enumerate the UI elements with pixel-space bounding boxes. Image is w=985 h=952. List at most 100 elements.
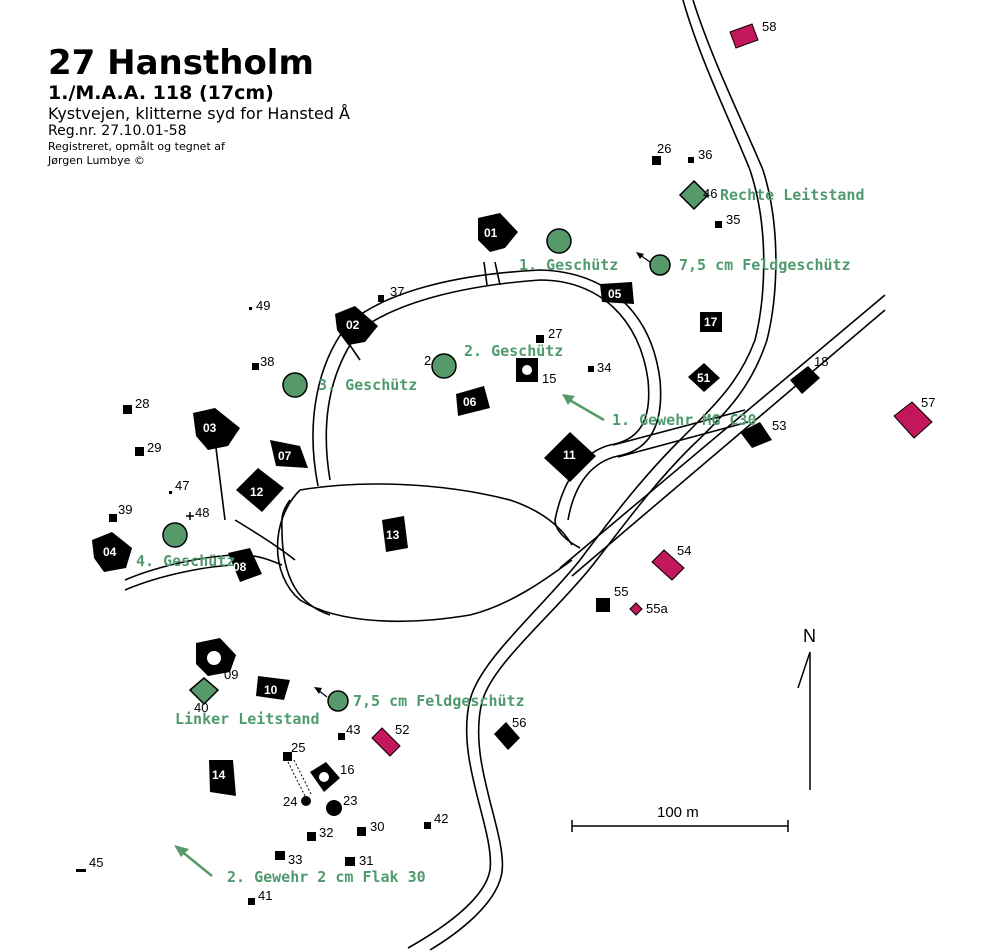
building-58 <box>729 23 759 49</box>
label-18: 18 <box>814 354 828 369</box>
bunker-06 <box>456 386 490 416</box>
bunker-41 <box>248 898 255 905</box>
annotation-arrows <box>174 252 651 877</box>
label-feldgeschuetz-bottom: 7,5 cm Feldgeschütz <box>353 692 525 710</box>
bunker-34 <box>588 366 594 372</box>
label-57: 57 <box>921 395 935 410</box>
bunker-26 <box>652 156 661 165</box>
bunker-25 <box>283 752 292 761</box>
bunker-29 <box>135 447 144 456</box>
label-23: 23 <box>343 793 357 808</box>
scale-bar <box>571 820 789 832</box>
label-11: 11 <box>563 448 576 462</box>
building-52 <box>371 727 401 757</box>
label-41: 41 <box>258 888 272 903</box>
map-header: 27 Hanstholm 1./M.A.A. 118 (17cm) Kystve… <box>48 44 350 168</box>
bunker-02 <box>335 306 378 345</box>
label-14: 14 <box>212 768 226 782</box>
bunker-39 <box>109 514 117 522</box>
label-gun-4: 4. Geschütz <box>136 552 235 570</box>
bunker-28 <box>123 405 132 414</box>
gun-positions <box>162 179 710 712</box>
label-51: 51 <box>697 371 711 385</box>
number-labels: 01 02 03 04 05 06 07 08 09 10 11 12 13 1… <box>89 19 935 903</box>
label-08: 08 <box>233 560 247 574</box>
bunker-37 <box>378 295 384 302</box>
label-mg: 1. Gewehr MG C30 <box>612 411 757 429</box>
label-55a: 55a <box>646 601 668 616</box>
bunker-42 <box>424 822 431 829</box>
building-57 <box>893 401 933 439</box>
bunker-36 <box>688 157 694 163</box>
label-gun-1: 1. Geschütz <box>519 256 618 274</box>
label-05: 05 <box>608 287 622 301</box>
building-54 <box>651 549 685 581</box>
bunker-04 <box>92 532 132 572</box>
label-48: 48 <box>195 505 209 520</box>
linker-leitstand-marker <box>188 677 220 706</box>
gun-1-marker <box>546 228 572 254</box>
label-17: 17 <box>704 315 718 329</box>
label-02: 02 <box>346 318 360 332</box>
bunker-13 <box>382 516 408 552</box>
label-2: 2 <box>424 353 431 368</box>
bunker-35 <box>715 221 722 228</box>
label-53: 53 <box>772 418 786 433</box>
marker-47 <box>169 491 172 494</box>
reg-number: Reg.nr. 27.10.01-58 <box>48 123 187 139</box>
bunker-17 <box>700 312 722 332</box>
label-46: 46 <box>703 186 717 201</box>
bunker-43 <box>338 733 345 740</box>
label-32: 32 <box>319 825 333 840</box>
label-feldgeschuetz-top: 7,5 cm Feldgeschütz <box>679 256 851 274</box>
bunker-56 <box>494 722 520 750</box>
label-39: 39 <box>118 502 132 517</box>
label-13: 13 <box>386 528 400 542</box>
label-35: 35 <box>726 212 740 227</box>
label-28: 28 <box>135 396 149 411</box>
magenta-buildings <box>371 23 933 757</box>
bunker-07 <box>270 440 308 468</box>
buildings <box>76 156 820 905</box>
label-27: 27 <box>548 326 562 341</box>
green-labels: Rechte Leitstand 1. Geschütz 7,5 cm Feld… <box>136 186 865 886</box>
feldgeschuetz-top-marker <box>649 254 671 276</box>
bunker-10 <box>256 676 290 700</box>
cross-marker-icon <box>186 512 194 520</box>
label-10: 10 <box>264 683 278 697</box>
label-58: 58 <box>762 19 776 34</box>
label-rechte-leitstand: Rechte Leitstand <box>720 186 865 204</box>
bunker-08 <box>228 548 262 582</box>
label-16: 16 <box>340 762 354 777</box>
label-55: 55 <box>614 584 628 599</box>
bunker-33 <box>275 851 285 860</box>
bunker-18 <box>790 366 820 394</box>
bunker-53 <box>740 422 772 448</box>
gun-3-marker <box>282 372 308 398</box>
label-52: 52 <box>395 722 409 737</box>
label-26: 26 <box>657 141 671 156</box>
label-45: 45 <box>89 855 103 870</box>
label-33: 33 <box>288 852 302 867</box>
label-flak: 2. Gewehr 2 cm Flak 30 <box>227 868 426 886</box>
label-09: 09 <box>224 667 238 682</box>
bunker-14 <box>209 760 236 796</box>
bunker-31 <box>345 857 355 866</box>
feldgeschuetz-bottom-marker <box>327 690 349 712</box>
label-01: 01 <box>484 226 498 240</box>
label-31: 31 <box>359 853 373 868</box>
label-12: 12 <box>250 485 264 499</box>
bunker-24 <box>301 796 311 806</box>
label-07: 07 <box>278 449 292 463</box>
label-54: 54 <box>677 543 691 558</box>
road-network <box>124 0 886 951</box>
credit-line-1: Registreret, opmålt og tegnet af <box>48 140 225 153</box>
label-24: 24 <box>283 794 297 809</box>
map-subtitle: 1./M.A.A. 118 (17cm) <box>48 82 274 104</box>
label-47: 47 <box>175 478 189 493</box>
label-34: 34 <box>597 360 611 375</box>
bunker-27 <box>536 335 544 343</box>
label-30: 30 <box>370 819 384 834</box>
building-55a <box>629 602 643 616</box>
marker-45 <box>76 869 86 872</box>
